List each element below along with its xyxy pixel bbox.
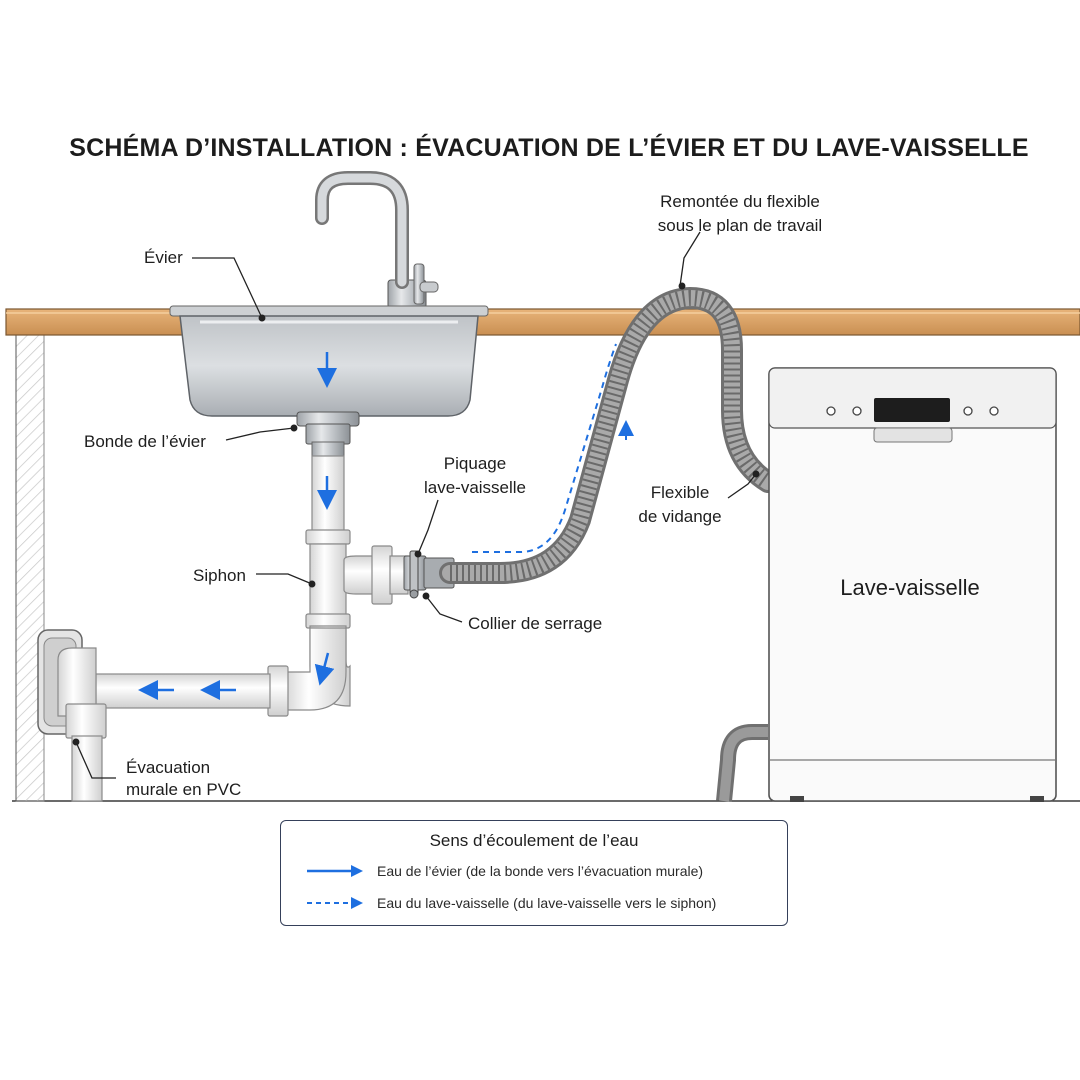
label-siphon: Siphon xyxy=(193,566,246,585)
dishwasher-flow-arrows xyxy=(472,343,634,553)
label-bonde: Bonde de l’évier xyxy=(84,432,206,451)
label-remontee-line1: Remontée du flexible xyxy=(660,192,820,211)
label-evacuation-line2: murale en PVC xyxy=(126,780,242,799)
label-evacuation-line1: Évacuation xyxy=(126,758,211,777)
label-flexible-line2: de vidange xyxy=(638,507,722,526)
siphon-assembly xyxy=(267,455,409,717)
sink-flow-arrows xyxy=(138,352,337,700)
legend-item-dashed: Eau du lave-vaisselle (du lave-vaisselle… xyxy=(377,895,717,911)
diagram-title: SCHÉMA D’INSTALLATION : ÉVACUATION DE L’… xyxy=(69,134,1029,162)
faucet xyxy=(315,171,439,309)
legend-title: Sens d’écoulement de l’eau xyxy=(429,831,639,850)
dishwasher xyxy=(768,367,1057,802)
legend: Sens d’écoulement de l’eau Eau de l’évie… xyxy=(280,820,788,926)
legend-dashed-arrow-icon xyxy=(307,897,363,909)
legend-item-solid: Eau de l’évier (de la bonde vers l’évacu… xyxy=(377,863,704,879)
drain-hose xyxy=(439,286,779,802)
label-collier: Collier de serrage xyxy=(468,614,603,633)
label-piquage-line2: lave-vaisselle xyxy=(423,478,527,497)
label-evier: Évier xyxy=(144,248,183,267)
label-lave-vaisselle: Lave-vaisselle xyxy=(840,575,980,600)
sink-drain xyxy=(296,411,360,459)
label-flexible-line1: Flexible xyxy=(650,483,710,502)
sink xyxy=(169,305,489,417)
label-piquage-line1: Piquage xyxy=(443,454,507,473)
leader-lines xyxy=(72,231,760,779)
legend-solid-arrow-icon xyxy=(307,865,363,877)
label-remontee-line2: sous le plan de travail xyxy=(657,216,823,235)
horizontal-drain-pipe xyxy=(95,673,271,709)
wall-outlet xyxy=(37,629,107,802)
